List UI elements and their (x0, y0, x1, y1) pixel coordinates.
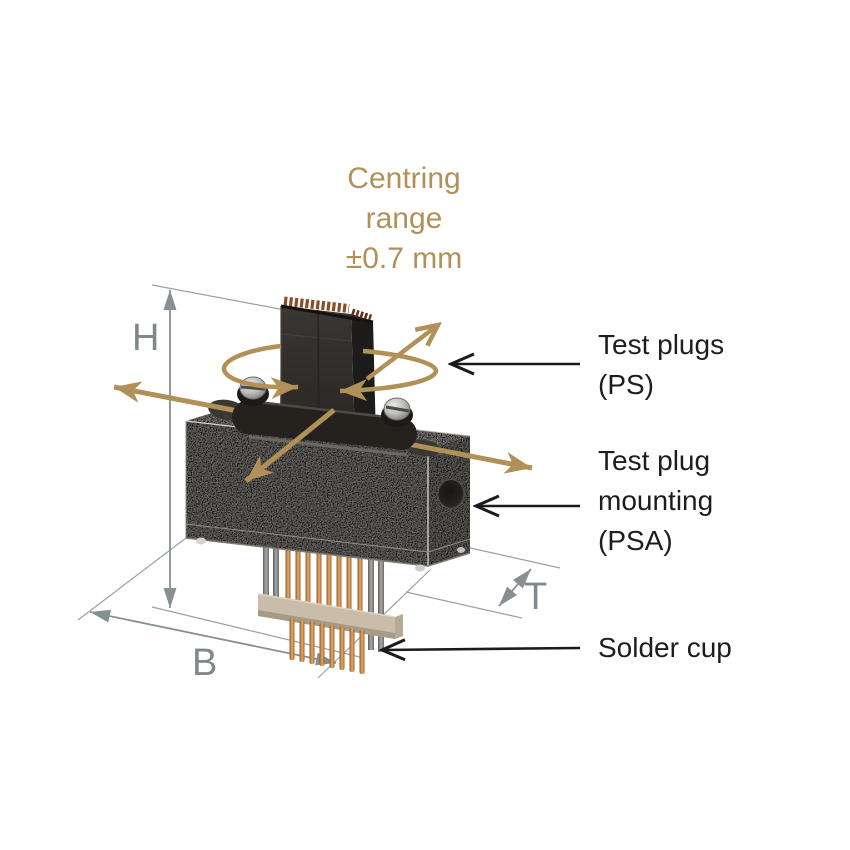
screw-right (381, 397, 413, 427)
centring-range-note: Centring range ±0.7 mm (254, 159, 554, 279)
dimension-line-b (89, 609, 337, 666)
label-test-plug-mounting: Test plug mounting (PSA) (598, 445, 714, 556)
side-hole (437, 479, 465, 509)
label-pointer-arrows (382, 364, 581, 650)
mounting-bar (232, 376, 417, 457)
solder-pins (257, 544, 403, 674)
centring-note-line3: ±0.7 mm (345, 242, 463, 275)
dimension-line-t (498, 568, 532, 607)
dim-label-depth: T (524, 576, 548, 618)
diagonal-down-arrow (244, 408, 336, 483)
plug-contact-teeth (283, 296, 350, 313)
dim-label-height: H (132, 317, 160, 359)
diagonal-up-arrow (365, 325, 438, 381)
label-test-plugs: Test plugs (PS) (598, 329, 725, 400)
centring-note-line2: range (365, 202, 443, 235)
dim-label-width: B (192, 642, 218, 684)
label-solder-cup: Solder cup (598, 632, 732, 663)
solder-cup-pointer (382, 648, 581, 650)
centring-note-line1: Centring (347, 162, 461, 195)
